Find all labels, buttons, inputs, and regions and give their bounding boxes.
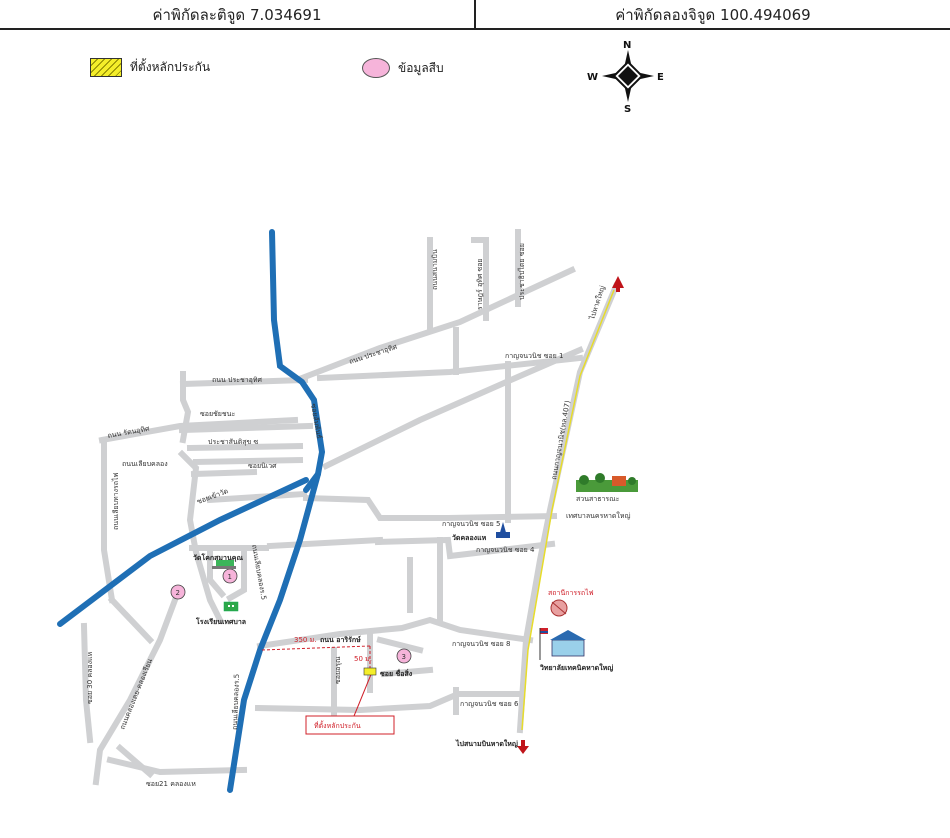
label-r24: ซอยอรุณ [334,656,342,684]
legend-collateral-label: ที่ตั้งหลักประกัน [130,60,211,74]
legend-collateral: ที่ตั้งหลักประกัน [90,58,210,77]
label-r12: ซอยนิเวศ [248,462,277,470]
label-r27: ซอย21 คลองแห [146,780,196,788]
info-marker-1: 1 [222,568,238,584]
poi-school: โรงเรียนเทศบาล [195,617,246,626]
info-marker-3: 3 [396,648,412,664]
info-marker-2: 2 [170,584,186,600]
poi-park: สวนสาธารณะ [576,495,620,503]
railway-line [521,289,615,731]
label-r17: ถนนเลียบคลองร.5 [250,544,268,601]
latitude-cell: ค่าพิกัดละติจูด 7.034691 [0,0,476,30]
label-r13: ถนนเลียบคลอง [122,460,168,468]
label-r9: ซอยชัยชนะ [200,410,235,418]
legend-info: ข้อมูลสืบ [362,58,444,78]
arrow-down-icon [517,740,529,754]
label-r26: ถนนคลองเตย-คลองเรียน [118,657,154,730]
compass-icon: N S W E [587,40,664,115]
label-distance2: 50 ม. [354,655,372,663]
collateral-marker-icon [363,667,377,676]
poi-office: สถานีการรถไฟ [548,588,594,597]
poi-wat: วัดโคกสมานคุณ [193,553,243,562]
label-r28: ถนนเลียบคลองร.5 [231,674,241,730]
label-r20: กาญจนวนิช ซอย 8 [452,640,510,648]
collateral-box: ที่ตั้งหลักประกัน [305,715,395,735]
poi-temple: วัดคลองแห [452,534,487,542]
collateral-box-label: ที่ตั้งหลักประกัน [314,719,361,730]
longitude-cell: ค่าพิกัดลองจิจูด 100.494069 [615,6,811,24]
label-r8: ถนน ประชาอุทิศ [212,376,262,384]
legend-info-label: ข้อมูลสืบ [398,60,444,75]
label-r14: ซอยสัมพันธ์ [309,403,323,439]
label-r19: กาญจนวนิช ซอย 4 [476,546,535,554]
label-r3: ประชาธิปไตย ซอย [517,243,526,300]
label-r22: ถนน อาริรักษ์ [320,635,361,644]
label-r5: กาญจนวนิช ซอย 1 [505,352,563,360]
label-distance1: 350 ม. [294,636,316,644]
label-r2: ราษฎร์ อุทิศ ซอย [476,258,484,310]
compass-e: E [657,72,664,83]
compass-n: N [623,40,631,51]
compass-s: S [624,104,631,115]
label-r21: กาญจนวนิช ซอย 6 [460,700,519,708]
pagoda-icon [496,522,510,538]
label-r18: กาญจนวนิช ซอย 5 [442,520,500,528]
label-r1: ถนนสนามบิน [431,249,439,290]
roads [80,229,620,786]
school-icon [223,601,239,612]
park-icon [576,473,638,492]
collateral-leader [353,671,373,717]
label-r15: ถนนเลียบทางรถไฟ [111,472,120,530]
pink-circle-icon [362,58,390,78]
poi-college: วิทยาลัยเทคนิคหาดใหญ่ [539,663,613,672]
temple-icon [212,560,236,569]
hatch-swatch-icon [90,58,122,77]
office-seal-icon [550,599,568,617]
route-dashed [261,645,371,651]
svg-text:1: 1 [228,573,232,581]
poi-park2: เทศบาลนครหาดใหญ่ [566,511,630,520]
svg-text:3: 3 [402,653,406,661]
label-r11: ประชาสันติสุข ซ [208,438,259,446]
coordinate-bar: ค่าพิกัดละติจูด 7.034691 ค่าพิกัดลองจิจู… [0,0,950,30]
label-r23: ซอย ชื่อสิ่ง [380,668,413,678]
label-r25: ซอย 30 คลองแห [86,651,94,704]
arrow-up-icon [612,276,624,292]
svg-text:2: 2 [176,589,180,597]
river [57,229,326,793]
compass-w: W [587,72,598,83]
college-icon [539,628,586,660]
label-r29: ไปสนามบินหาดใหญ่ [455,739,518,748]
